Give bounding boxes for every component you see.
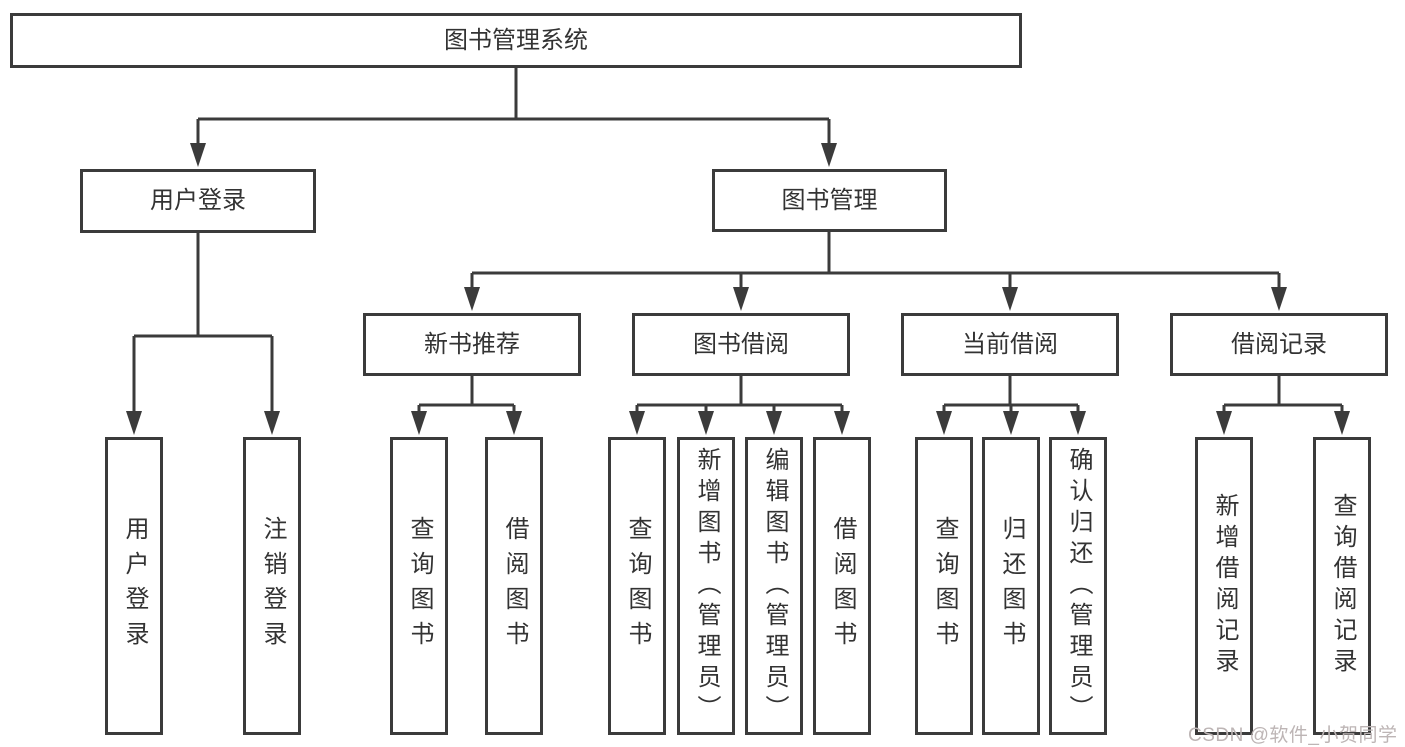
connector-borrow-records-to-leaves [1216,376,1350,435]
leaf-bb-edit-books-admin: 编辑图书（管理员） [745,437,803,735]
leaf-nb-query-books-label: 查询图书 [406,516,433,656]
node-user-login: 用户登录 [80,169,316,233]
arrowhead [1216,411,1232,435]
arrowhead [698,411,714,435]
arrowhead [1002,287,1018,311]
node-root: 图书管理系统 [10,13,1022,68]
arrowhead [834,411,850,435]
arrowhead [411,411,427,435]
connector-root-to-branches [190,68,837,167]
connector-book-borrow-to-leaves [629,376,850,435]
leaf-br-query-borrow-record-label: 查询借阅记录 [1329,493,1356,679]
node-book-mgmt-label: 图书管理 [781,186,878,214]
node-user-login-label: 用户登录 [150,187,246,214]
node-new-books-label: 新书推荐 [424,330,520,358]
leaf-bb-edit-books-admin-label: 编辑图书（管理员） [761,446,788,726]
leaf-cb-query-books-label: 查询图书 [931,516,958,656]
connector-book-mgmt-to-modules [464,232,1287,311]
leaf-bb-query-books: 查询图书 [608,437,666,735]
node-current-borrow: 当前借阅 [901,313,1119,376]
leaf-bb-add-books-admin: 新增图书（管理员） [677,437,735,735]
leaf-bb-query-books-label: 查询图书 [624,516,651,656]
node-book-borrow-label: 图书借阅 [693,330,789,358]
arrowhead [464,287,480,311]
csdn-watermark: CSDN @软件_小贺同学 [1188,725,1398,746]
arrowhead [766,411,782,435]
leaf-cb-confirm-return-admin: 确认归还（管理员） [1049,437,1107,735]
leaf-br-add-borrow-record-label: 新增借阅记录 [1211,493,1238,679]
leaf-bb-borrow-books: 借阅图书 [813,437,871,735]
leaf-cb-confirm-return-admin-label: 确认归还（管理员） [1065,446,1092,726]
node-root-label: 图书管理系统 [444,26,588,54]
node-borrow-records: 借阅记录 [1170,313,1388,376]
leaf-bb-borrow-books-label: 借阅图书 [829,516,856,656]
arrowhead [1003,411,1019,435]
arrowhead [733,287,749,311]
leaf-cb-return-books-label: 归还图书 [998,516,1025,656]
leaf-logout: 注销登录 [243,437,301,735]
arrowhead [936,411,952,435]
leaf-user-login-label: 用户登录 [121,516,148,656]
arrowhead [1070,411,1086,435]
leaf-bb-add-books-admin-label: 新增图书（管理员） [693,446,720,726]
arrowhead [821,143,837,167]
leaf-logout-label: 注销登录 [259,516,286,656]
leaf-user-login: 用户登录 [105,437,163,735]
leaf-cb-query-books: 查询图书 [915,437,973,735]
node-book-borrow: 图书借阅 [632,313,850,376]
arrowhead [190,143,206,167]
leaf-br-add-borrow-record: 新增借阅记录 [1195,437,1253,735]
leaf-cb-return-books: 归还图书 [982,437,1040,735]
arrowhead [1271,287,1287,311]
node-book-mgmt: 图书管理 [712,169,947,232]
arrowhead [1334,411,1350,435]
arrowhead [506,411,522,435]
connector-new-books-to-leaves [411,376,522,435]
node-borrow-records-label: 借阅记录 [1231,330,1327,358]
node-current-borrow-label: 当前借阅 [962,330,1058,358]
arrowhead [629,411,645,435]
leaf-nb-borrow-books-label: 借阅图书 [501,516,528,656]
arrowhead [264,411,280,435]
leaf-nb-borrow-books: 借阅图书 [485,437,543,735]
leaf-nb-query-books: 查询图书 [390,437,448,735]
connector-current-borrow-to-leaves [936,376,1086,435]
node-new-books: 新书推荐 [363,313,581,376]
connector-user-login-to-leaves [126,233,280,435]
leaf-br-query-borrow-record: 查询借阅记录 [1313,437,1371,735]
arrowhead [126,411,142,435]
